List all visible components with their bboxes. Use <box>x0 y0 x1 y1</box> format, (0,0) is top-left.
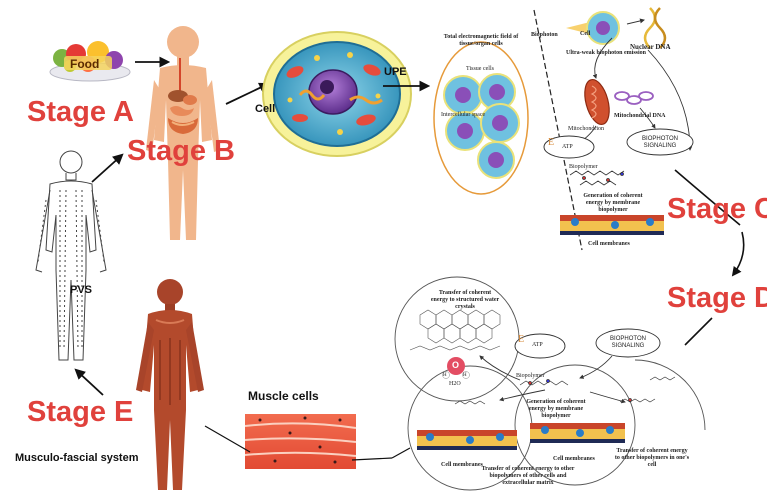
mitochondrial-dna-icon <box>614 91 654 105</box>
atp-ellipse-d <box>514 333 566 359</box>
o-symbol: O <box>452 360 460 370</box>
muscle-cells-image <box>244 414 357 469</box>
tissue-cells-text: Tissue cells <box>466 66 494 72</box>
cell-membrane-c-icon <box>560 215 664 235</box>
food-label: Food <box>70 57 100 71</box>
cell-membrane-d-left-icon <box>417 430 517 450</box>
biopolymer-molecule-icon <box>569 170 625 186</box>
mitochondrial-dna-text: Mitochondrial DNA <box>614 113 666 119</box>
generation-c-text: Generation of coherent energy by membran… <box>583 193 643 213</box>
biopolymer-d-text: Biopolymer <box>516 373 545 379</box>
tissue-field-ellipse <box>433 41 529 195</box>
cell-small-text: Cell <box>580 31 591 37</box>
ultra-weak-text: Ultra-weak biophoton emission <box>566 50 647 56</box>
atp-ellipse <box>543 135 595 159</box>
digestive-organs-icon <box>168 58 198 134</box>
nuclear-dna-text: Nuclear DNA <box>630 43 671 51</box>
water-crystal-lattice-icon <box>409 309 501 351</box>
tissue-cells-group <box>443 73 520 179</box>
transfer-own-text: Transfer of coherent energy to other bio… <box>614 448 690 468</box>
mitochondrion-icon <box>584 79 610 125</box>
e-symbol-d: E <box>518 334 525 345</box>
cell-membranes-c-text: Cell membranes <box>588 241 630 247</box>
intercellular-space-text: Intercellular space <box>441 112 486 118</box>
cell-label: Cell <box>255 103 276 115</box>
pvs-label: PVS <box>70 284 93 296</box>
mitochondrion-text: Mitochondrion <box>568 126 604 132</box>
biophoton-signaling-c-text: BIOPHOTON SIGNALING <box>642 136 678 149</box>
musculo-fascial-label: Musculo-fascial system <box>15 452 139 464</box>
h-symbol-right: H <box>463 373 467 378</box>
e-symbol-c: E <box>548 137 555 148</box>
cell-membrane-d-mid-icon <box>530 423 625 443</box>
panel-divider <box>533 9 583 251</box>
muscle-cells-label: Muscle cells <box>248 389 319 403</box>
biophoton-text: Biophoton <box>531 32 558 38</box>
cell-illustration-icon <box>262 31 412 157</box>
transfer-other-text: Transfer of coherent energy to other bio… <box>481 466 575 486</box>
water-molecule-icon <box>442 357 470 379</box>
atp-c-text: ATP <box>562 144 573 150</box>
musculo-fascial-figure-icon <box>136 279 204 490</box>
stage-a-label: Stage A <box>27 96 134 128</box>
h2o-text: H2O <box>449 381 461 387</box>
pvs-meridian-figure-icon <box>35 150 107 361</box>
biopolymer-c-text: Biopolymer <box>569 164 598 170</box>
stage-e-label: Stage E <box>27 396 134 428</box>
signaling-ellipse-d <box>595 328 661 358</box>
generation-d-text: Generation of coherent energy by membran… <box>526 399 586 419</box>
cell-membranes-d-left-text: Cell membranes <box>441 462 483 468</box>
signaling-ellipse <box>626 128 694 156</box>
h-symbol-left: H <box>443 373 447 378</box>
atp-d-text: ATP <box>532 342 543 348</box>
stage-c-label: Stage C <box>667 193 767 225</box>
cell-membranes-d-mid-text: Cell membranes <box>553 456 595 462</box>
stage-b-label: Stage B <box>127 135 235 167</box>
upe-label: UPE <box>384 66 407 78</box>
dna-helix-icon <box>643 7 667 49</box>
biophoton-beam-icon <box>566 11 620 45</box>
food-plate-icon <box>49 41 131 82</box>
transfer-water-text: Transfer of coherent energy to structure… <box>430 290 500 310</box>
biophoton-signaling-d-text: BIOPHOTON SIGNALING <box>610 336 646 349</box>
human-body-digestive-icon <box>146 26 220 240</box>
stage-d-label: Stage D <box>667 282 767 314</box>
field-title-text: Total electromagnetic field of tissue/or… <box>443 34 519 47</box>
